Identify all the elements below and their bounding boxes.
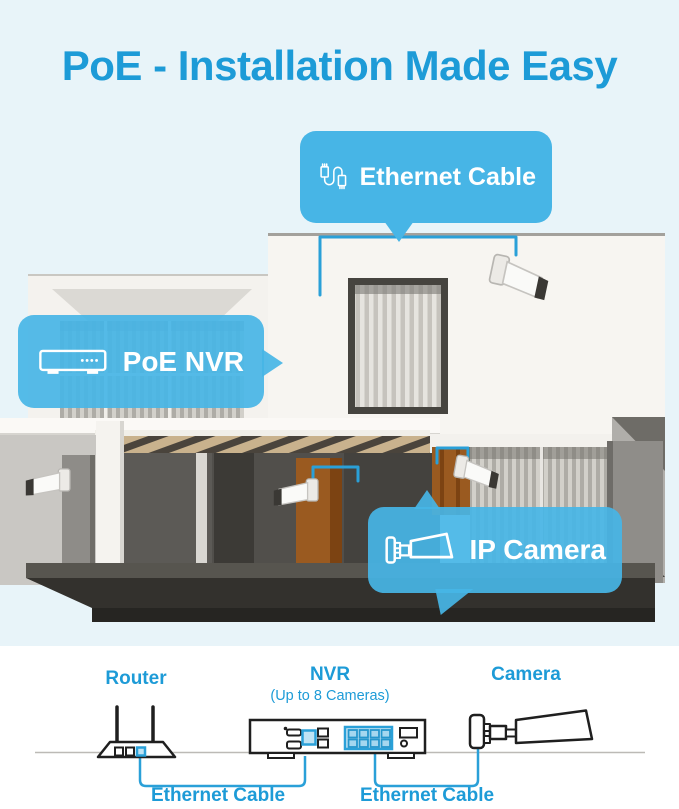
nvr-poe-port-grid [343, 725, 394, 751]
wood-door [296, 458, 342, 579]
nvr-uplink-port [301, 729, 317, 746]
cable-run-porch [435, 446, 470, 465]
wiring-diagram-art [35, 705, 645, 788]
wiring-diagram: Router NVR (Up to 8 Cameras) Camera Ethe… [0, 646, 679, 809]
camera-icon [468, 709, 594, 750]
nvr-sublabel: (Up to 8 Cameras) [270, 688, 390, 704]
callout-tail-down-left [428, 589, 474, 615]
connection-line-nvr-camera [373, 749, 480, 788]
bullet-camera-porch [453, 454, 499, 489]
callout-poe-nvr-label: PoE NVR [122, 345, 244, 377]
bullet-camera-icon [385, 532, 454, 564]
router-icon [96, 705, 177, 759]
router-label: Router [105, 668, 167, 689]
lower-floor [0, 418, 663, 589]
cable-run-door [311, 465, 360, 483]
bullet-camera-top-right [488, 253, 549, 301]
bullet-camera-middle [273, 478, 319, 506]
connection1-label: Ethernet Cable [150, 785, 286, 806]
page-title: PoE - Installation Made Easy [61, 42, 618, 89]
nvr-icon [248, 718, 427, 759]
middle-window [348, 278, 448, 414]
callout-ethernet-cable-label: Ethernet Cable [359, 162, 536, 191]
router-poe-port [135, 746, 147, 757]
callout-tail-down [384, 221, 414, 242]
callout-tail-right [262, 349, 283, 377]
callout-ip-camera-label: IP Camera [469, 534, 606, 565]
nvr-label: NVR [309, 664, 351, 685]
callout-poe-nvr: PoE NVR [18, 315, 283, 408]
camera-label: Camera [491, 664, 561, 685]
nvr-icon [39, 349, 107, 374]
pillar [96, 421, 124, 589]
bullet-camera-left [25, 468, 71, 496]
connection-line-router-nvr [138, 755, 307, 788]
ethernet-cable-icon [320, 163, 347, 190]
callout-tail-up [414, 490, 440, 509]
cable-run-top [318, 235, 518, 297]
callout-ip-camera: IP Camera [368, 490, 622, 615]
poe-cable-runs [311, 235, 518, 483]
connection2-label: Ethernet Cable [359, 785, 495, 806]
callout-ethernet-cable: Ethernet Cable [300, 131, 552, 242]
